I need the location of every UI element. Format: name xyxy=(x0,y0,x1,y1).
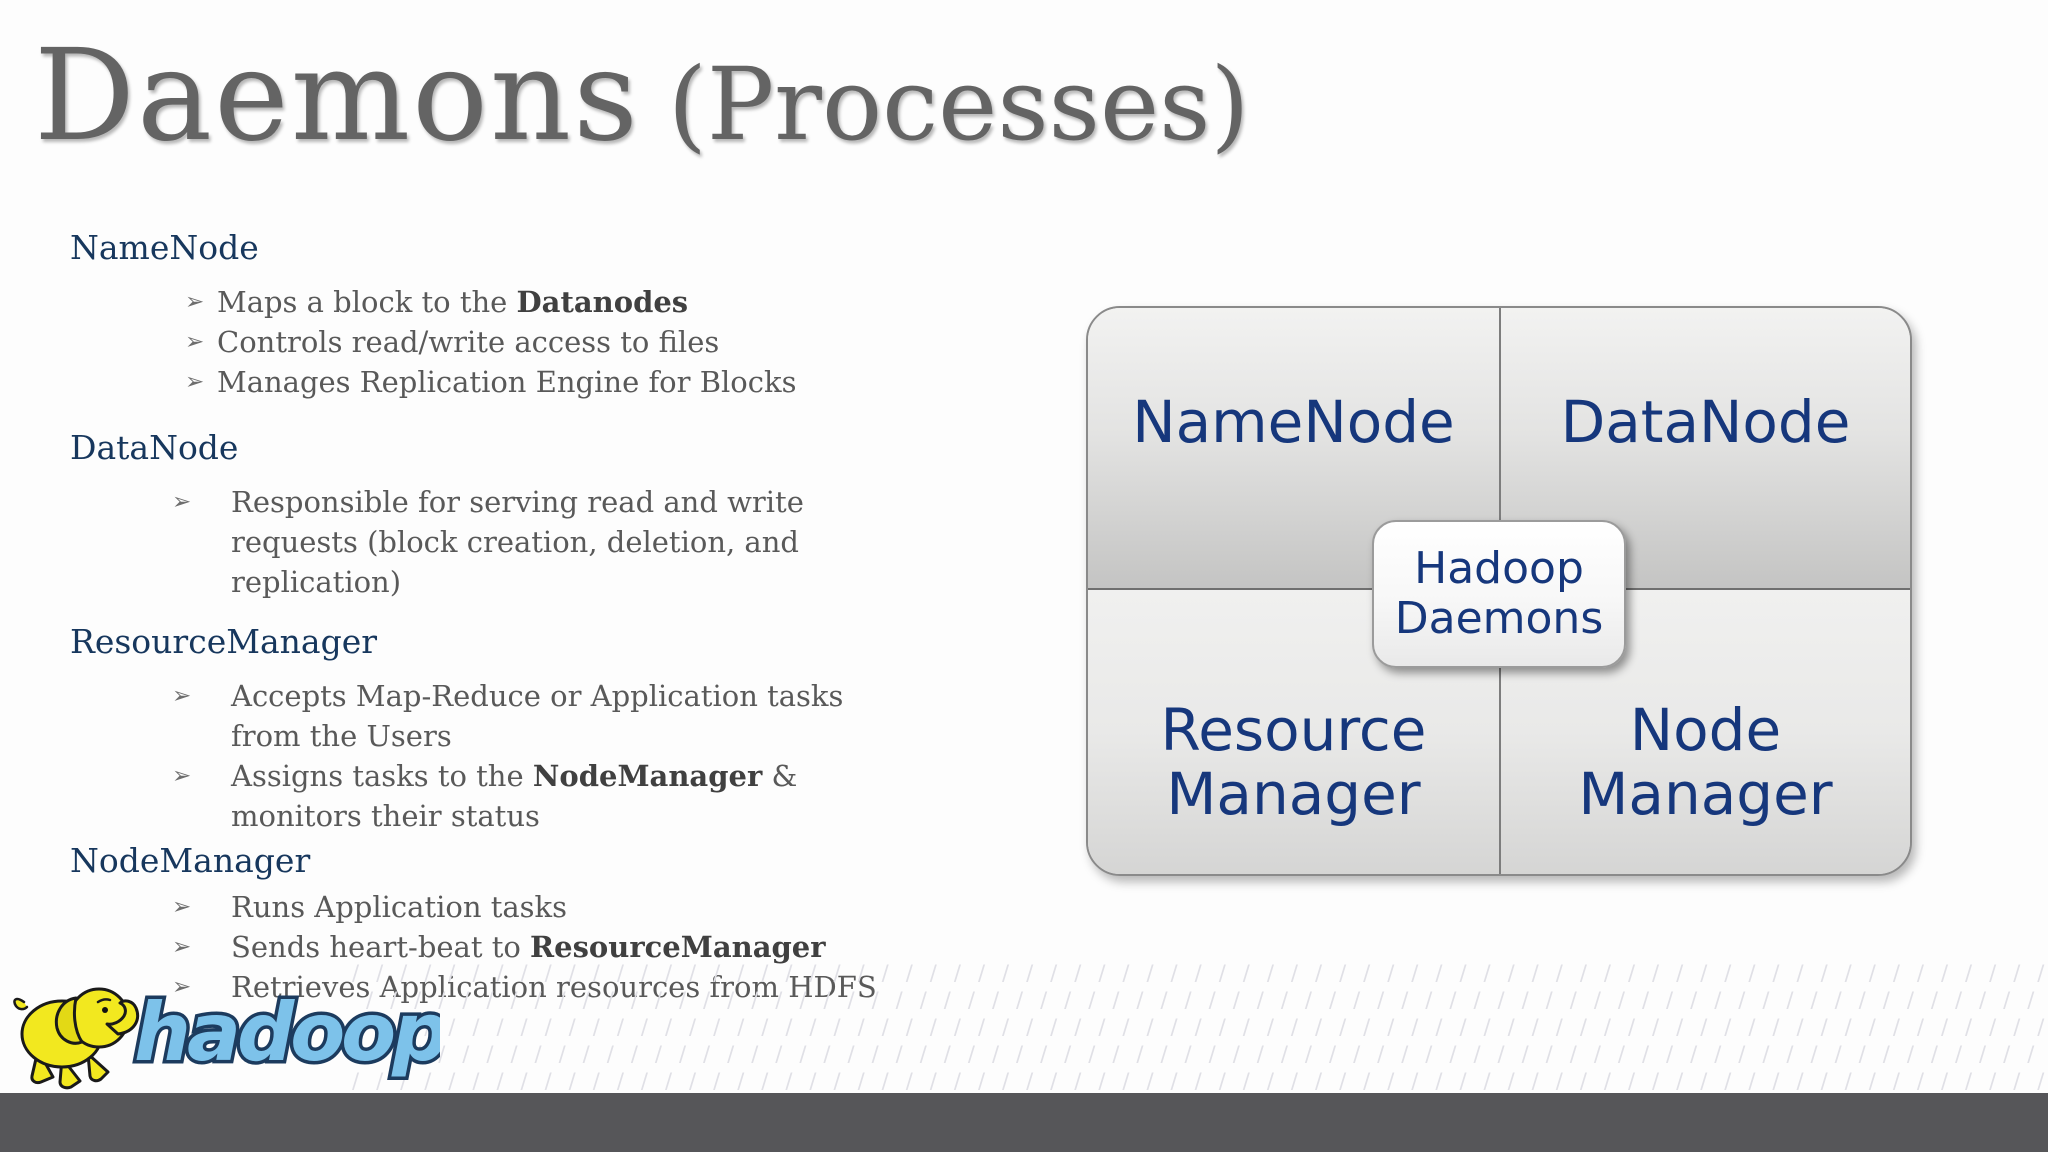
arrow-bullet-icon: ➢ xyxy=(172,974,192,1000)
section-heading: NameNode xyxy=(70,228,259,267)
list-item: ➢ Controls read/write access to files xyxy=(70,322,970,362)
arrow-bullet-icon: ➢ xyxy=(172,934,192,960)
list-item: ➢ Retrieves Application resources from HD… xyxy=(70,967,970,1007)
list-item: ➢ Assigns tasks to the NodeManager &monit… xyxy=(70,756,970,836)
hadoop-logo-svg: hadoop xyxy=(13,983,455,1090)
bullet-list: ➢ Maps a block to the Datanodes ➢ Controls … xyxy=(70,270,970,411)
section-heading: ResourceManager xyxy=(70,622,378,661)
bullet-text: Runs Application tasks xyxy=(231,890,568,924)
bullet-list: ➢ Accepts Map-Reduce or Application tasks… xyxy=(70,664,970,845)
center-box-line2: Daemons xyxy=(1394,593,1604,644)
hadoop-logo-text: hadoop xyxy=(134,986,440,1079)
arrow-bullet-icon: ➢ xyxy=(172,683,192,709)
arrow-bullet-icon: ➢ xyxy=(172,894,192,920)
title-main: Daemons xyxy=(34,22,640,169)
quadrant-label: DataNode xyxy=(1560,388,1851,456)
center-box-line1: Hadoop xyxy=(1414,543,1584,594)
list-item: ➢ Accepts Map-Reduce or Application tasks… xyxy=(70,676,970,756)
section-heading: DataNode xyxy=(70,428,239,467)
arrow-bullet-icon: ➢ xyxy=(185,289,205,315)
arrow-bullet-icon: ➢ xyxy=(172,489,192,515)
list-item: ➢ Manages Replication Engine for Blocks xyxy=(70,362,970,402)
bullet-list: ➢ Runs Application tasks ➢ Sends heart-beat… xyxy=(70,883,970,1016)
bullet-text: Manages Replication Engine for Blocks xyxy=(217,365,797,399)
quadrant-label: NameNode xyxy=(1132,388,1455,456)
bullet-text: Retrieves Application resources from HDF… xyxy=(231,970,877,1004)
hadoop-elephant-icon xyxy=(13,987,140,1090)
arrow-bullet-icon: ➢ xyxy=(185,369,205,395)
quadrant-namenode: NameNode xyxy=(1088,308,1499,588)
bullet-text: Maps a block to the Datanodes xyxy=(217,285,689,319)
title-sub: (Processes) xyxy=(667,46,1250,163)
hadoop-logo: hadoop xyxy=(10,972,455,1092)
hadoop-daemons-center-box: Hadoop Daemons xyxy=(1372,520,1626,668)
footer-bar xyxy=(0,1093,2048,1152)
slash-pattern-decoration: ////////////////////////////////////////… xyxy=(352,961,2048,1093)
arrow-bullet-icon: ➢ xyxy=(172,763,192,789)
bullet-text: Sends heart-beat to ResourceManager xyxy=(231,930,826,964)
page-title: Daemons (Processes) xyxy=(34,22,1250,169)
arrow-bullet-icon: ➢ xyxy=(185,329,205,355)
list-item: ➢ Runs Application tasks xyxy=(70,887,970,927)
list-item: ➢ Sends heart-beat to ResourceManager xyxy=(70,927,970,967)
list-item: ➢ Maps a block to the Datanodes xyxy=(70,282,970,322)
section-heading: NodeManager xyxy=(70,841,311,880)
bullet-text: Assigns tasks to the NodeManager &monito… xyxy=(231,759,798,833)
daemon-list: NameNode ➢ Maps a block to the Datanodes ➢ C… xyxy=(70,226,970,1016)
bullet-text: Controls read/write access to files xyxy=(217,325,720,359)
